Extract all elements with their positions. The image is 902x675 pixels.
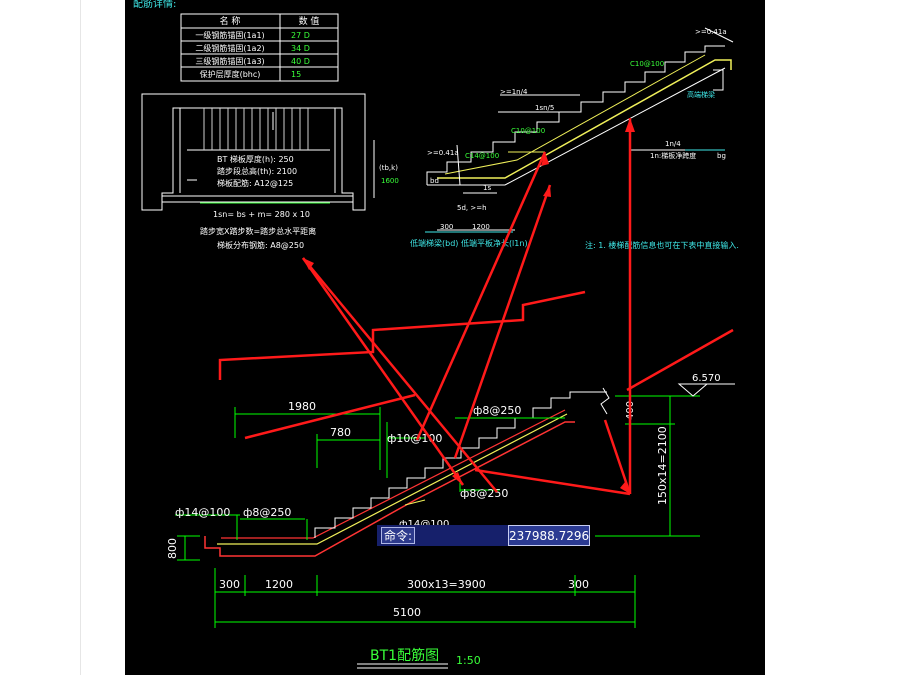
- detail-anchor-left: >=0.41a: [427, 149, 459, 157]
- table-header-name: 名 称: [220, 15, 241, 27]
- plan-note-height: 踏步段总高(th): 2100: [217, 166, 297, 176]
- stair-plan: [141, 93, 366, 211]
- plan-note-rebar: 梯板配筋: A12@125: [217, 178, 293, 188]
- cad-viewport[interactable]: 配筋详情: 名 称 数 值 一级钢筋锚固(1a1) 27 D 二级钢筋锚固(1a…: [125, 0, 765, 675]
- plan-side-value: 1600: [381, 177, 399, 185]
- dim-bottom-5100: 5100: [393, 606, 421, 619]
- arrow-heads: [303, 118, 635, 494]
- plan-side-label: (tb,k): [379, 164, 398, 172]
- dim-800: 800: [166, 538, 179, 559]
- detail-ls: 1s: [483, 184, 491, 192]
- detail-dim1200: 1200: [472, 223, 490, 231]
- elevation-label: 6.570: [692, 373, 721, 384]
- table-row-name: 二级钢筋锚固(1a2): [195, 43, 264, 53]
- dim-height-total: 150x14=2100: [656, 426, 669, 505]
- table-row-value: 40 D: [291, 57, 310, 66]
- dim-bottom-3900: 300x13=3900: [407, 578, 486, 591]
- rebar-phi8-left: ф8@250: [243, 506, 291, 519]
- detail-ln-label: 1n:梯板净跨度: [650, 151, 696, 160]
- drawing-title: BT1配筋图: [370, 647, 439, 664]
- detail-gedim: 5d, >=h: [457, 204, 487, 212]
- detail-high-end-beam: 高端梯梁: [687, 90, 715, 99]
- rebar-phi8-top: ф8@250: [473, 404, 521, 417]
- dim-780: 780: [330, 426, 351, 439]
- detail-c10-top: C10@100: [630, 60, 664, 68]
- top-clip-label: 配筋详情:: [133, 0, 176, 10]
- plan-bottom-dim: 1sn= bs + m= 280 x 10: [213, 210, 310, 219]
- rebar-detail: [425, 27, 734, 233]
- detail-ln4-top: >=1n/4: [500, 88, 528, 96]
- dim-bottom-1200: 1200: [265, 578, 293, 591]
- table-header-value: 数 值: [299, 15, 320, 27]
- detail-c14: C14@100: [465, 152, 499, 160]
- table-row-name: 保护层厚度(bhc): [200, 69, 261, 79]
- anchorage-table: [180, 13, 339, 82]
- dim-bottom-300-right: 300: [568, 578, 589, 591]
- table-row-value: 15: [291, 70, 301, 79]
- plan-note-thickness: BT 梯板厚度(h): 250: [217, 154, 294, 164]
- dim-bottom-300-left: 300: [219, 578, 240, 591]
- detail-note: 注: 1. 楼梯配筋信息也可在下表中直接输入.: [585, 240, 739, 250]
- table-row-value: 34 D: [291, 44, 310, 53]
- coordinate-readout[interactable]: 237988.7296: [508, 525, 590, 546]
- detail-ln4-right: 1n/4: [665, 140, 681, 148]
- detail-c10-mid: C10@100: [511, 127, 545, 135]
- table-row-name: 一级钢筋锚固(1a1): [195, 30, 264, 40]
- detail-ln5: 1sn/5: [535, 104, 554, 112]
- detail-bg: bg: [717, 152, 726, 160]
- detail-dim300: 300: [440, 223, 453, 231]
- rebar-phi14-low: ф14@100: [399, 519, 449, 530]
- cad-drawing: 配筋详情: 名 称 数 值 一级钢筋锚固(1a1) 27 D 二级钢筋锚固(1a…: [133, 0, 739, 669]
- annotation-arrows: [218, 118, 734, 496]
- dim-1980: 1980: [288, 400, 316, 413]
- detail-low-beam: 低端梯梁(bd) 低端平板净长(l1n): [410, 238, 528, 248]
- detail-anchor-top: >=0.41a: [695, 28, 727, 36]
- page-margin-line: [80, 0, 81, 675]
- table-row-value: 27 D: [291, 31, 310, 40]
- detail-bd: bd: [430, 177, 439, 185]
- command-prompt-label: 命令:: [381, 527, 415, 544]
- rebar-phi14: ф14@100: [175, 506, 230, 519]
- rebar-phi8-mid: ф8@250: [460, 487, 508, 500]
- table-row-name: 三级钢筋锚固(1a3): [195, 56, 264, 66]
- drawing-scale: 1:50: [456, 654, 481, 667]
- plan-caption-distribution: 梯板分布钢筋: A8@250: [217, 240, 304, 250]
- plan-caption-steps: 踏步宽X踏步数=踏步总水平距离: [200, 226, 316, 236]
- stair-section: [175, 383, 735, 669]
